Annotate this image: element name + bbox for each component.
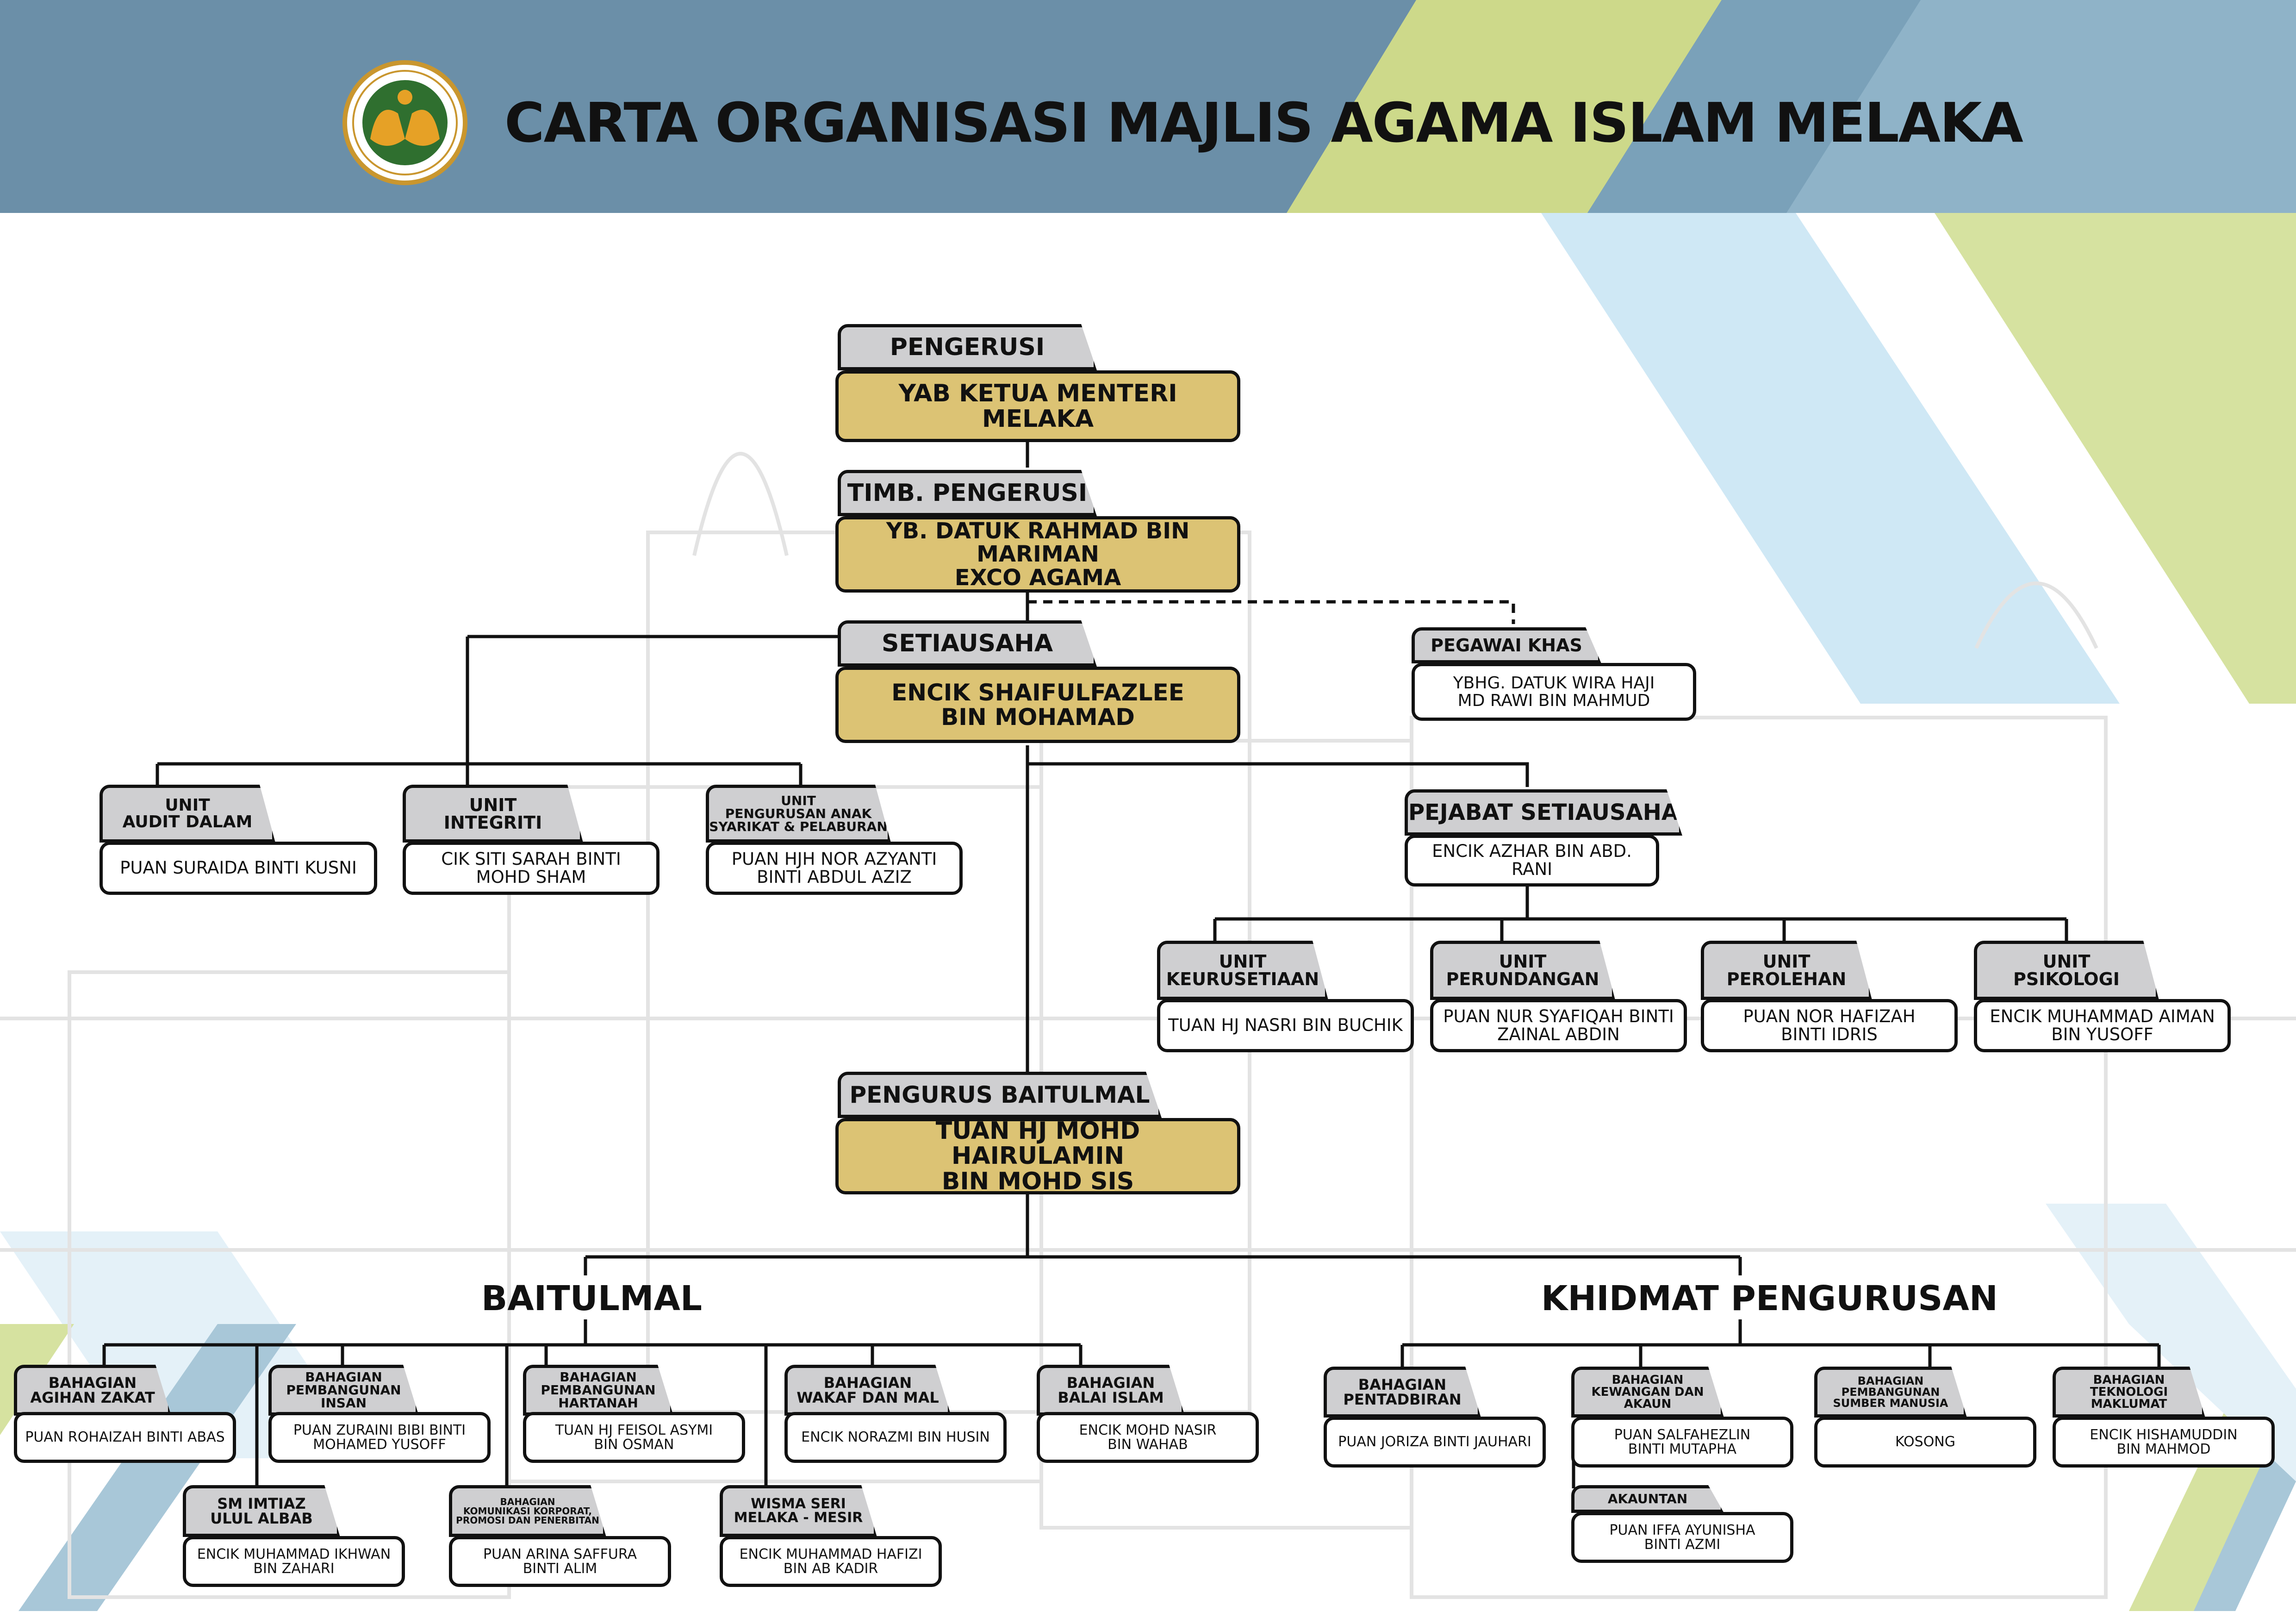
unit-audit-name-box: PUAN SURAIDA BINTI KUSNI [100, 842, 377, 895]
bhg-insan-title-tab: BAHAGIAN PEMBANGUNAN INSAN [268, 1365, 419, 1416]
bhg-tmk-name-box: ENCIK HISHAMUDDIN BIN MAHMOD [2053, 1417, 2275, 1468]
bhg-agihan-title-tab: BAHAGIAN AGIHAN ZAKAT [14, 1365, 171, 1416]
bg-light-blue-mid-right [2046, 1204, 2296, 1481]
pengurus-baitulmal-name-box: TUAN HJ MOHD HAIRULAMIN BIN MOHD SIS [835, 1118, 1240, 1194]
unit-keurusetiaan-name-box: TUAN HJ NASRI BIN BUCHIK [1157, 999, 1414, 1052]
unit-psikologi-name-box: ENCIK MUHAMMAD AIMAN BIN YUSOFF [1974, 999, 2231, 1052]
bhg-balai-title-tab: BAHAGIAN BALAI ISLAM [1037, 1365, 1185, 1416]
sm-imtiaz-title-tab: SM IMTIAZ ULUL ALBAB [183, 1485, 340, 1537]
bhg-pentadbiran-name-box: PUAN JORIZA BINTI JAUHARI [1324, 1417, 1546, 1468]
seal-logo-icon [342, 60, 467, 185]
bhg-komunikasi-title-tab: BAHAGIAN KOMUNIKASI KORPORAT, PROMOSI DA… [449, 1485, 606, 1537]
pengurus-baitulmal-title-tab: PENGURUS BAITULMAL [838, 1072, 1162, 1118]
pengerusi-title-tab: PENGERUSI [838, 324, 1097, 370]
header-blue-band [1587, 0, 1921, 213]
pengerusi-name-box: YAB KETUA MENTERI MELAKA [835, 370, 1240, 442]
wisma-name-box: ENCIK MUHAMMAD HAFIZI BIN AB KADIR [720, 1536, 942, 1587]
bhg-sumber-title-tab: BAHAGIAN PEMBANGUNAN SUMBER MANUSIA [1814, 1367, 1967, 1418]
bhg-sumber-name-box: KOSONG [1814, 1417, 2036, 1468]
bhg-agihan-name-box: PUAN ROHAIZAH BINTI ABAS [14, 1412, 236, 1463]
unit-integriti-title-tab: UNIT INTEGRITI [403, 785, 583, 843]
section-baitulmal-heading: BAITULMAL [481, 1279, 702, 1318]
bhg-pentadbiran-title-tab: BAHAGIAN PENTADBIRAN [1324, 1367, 1481, 1418]
bhg-insan-name-box: PUAN ZURAINI BIBI BINTI MOHAMED YUSOFF [268, 1412, 491, 1463]
unit-perolehan-title-tab: UNIT PEROLEHAN [1701, 941, 1872, 1000]
wisma-title-tab: WISMA SERI MELAKA - MESIR [720, 1485, 877, 1537]
unit-perundangan-title-tab: UNIT PERUNDANGAN [1430, 941, 1615, 1000]
bhg-balai-name-box: ENCIK MOHD NASIR BIN WAHAB [1037, 1412, 1259, 1463]
unit-pengurusan-title-tab: UNIT PENGURUSAN ANAK SYARIKAT & PELABURA… [706, 785, 891, 843]
akauntan-title-tab: AKAUNTAN [1571, 1485, 1724, 1513]
pegawai-khas-title-tab: PEGAWAI KHAS [1412, 627, 1601, 663]
timb-pengerusi-name-box: YB. DATUK RAHMAD BIN MARIMAN EXCO AGAMA [835, 516, 1240, 593]
connector-lines [102, 435, 2161, 1488]
unit-psikologi-title-tab: UNIT PSIKOLOGI [1974, 941, 2159, 1000]
unit-integriti-name-box: CIK SITI SARAH BINTI MOHD SHAM [403, 842, 660, 895]
bhg-wakaf-title-tab: BAHAGIAN WAKAF DAN MAL [784, 1365, 951, 1416]
unit-pengurusan-name-box: PUAN HJH NOR AZYANTI BINTI ABDUL AZIZ [706, 842, 963, 895]
unit-perolehan-name-box: PUAN NOR HAFIZAH BINTI IDRIS [1701, 999, 1958, 1052]
bhg-wakaf-name-box: ENCIK NORAZMI BIN HUSIN [784, 1412, 1007, 1463]
bhg-hartanah-title-tab: BAHAGIAN PEMBANGUNAN HARTANAH [523, 1365, 673, 1416]
page-title: CARTA ORGANISASI MAJLIS AGAMA ISLAM MELA… [504, 91, 2023, 155]
unit-perundangan-name-box: PUAN NUR SYAFIQAH BINTI ZAINAL ABDIN [1430, 999, 1687, 1052]
bhg-komunikasi-name-box: PUAN ARINA SAFFURA BINTI ALIM [449, 1536, 671, 1587]
unit-audit-title-tab: UNIT AUDIT DALAM [100, 785, 275, 843]
bg-light-blue-band [1541, 213, 2120, 704]
setiausaha-title-tab: SETIAUSAHA [838, 620, 1097, 667]
sm-imtiaz-name-box: ENCIK MUHAMMAD IKHWAN BIN ZAHARI [183, 1536, 405, 1587]
header-green-band [1287, 0, 1722, 213]
bhg-tmk-title-tab: BAHAGIAN TEKNOLOGI MAKLUMAT [2053, 1367, 2205, 1418]
setiausaha-name-box: ENCIK SHAIFULFAZLEE BIN MOHAMAD [835, 667, 1240, 743]
bhg-hartanah-name-box: TUAN HJ FEISOL ASYMI BIN OSMAN [523, 1412, 745, 1463]
bg-green-band-right [1935, 213, 2296, 704]
bg-blue-band-bottom-left [19, 1324, 296, 1611]
unit-keurusetiaan-title-tab: UNIT KEURUSETIAAN [1157, 941, 1328, 1000]
section-khidmat-pengurusan-heading: KHIDMAT PENGURUSAN [1541, 1279, 1998, 1318]
timb-pengerusi-title-tab: TIMB. PENGERUSI [838, 470, 1097, 516]
pegawai-khas-name-box: YBHG. DATUK WIRA HAJI MD RAWI BIN MAHMUD [1412, 663, 1696, 721]
bhg-kewangan-name-box: PUAN SALFAHEZLIN BINTI MUTAPHA [1571, 1417, 1793, 1468]
akauntan-name-box: PUAN IFFA AYUNISHA BINTI AZMI [1571, 1512, 1793, 1563]
pejabat-setiausaha-title-tab: PEJABAT SETIAUSAHA [1405, 789, 1682, 836]
bhg-kewangan-title-tab: BAHAGIAN KEWANGAN DAN AKAUN [1571, 1367, 1724, 1418]
pejabat-setiausaha-name-box: ENCIK AZHAR BIN ABD. RANI [1405, 835, 1659, 887]
